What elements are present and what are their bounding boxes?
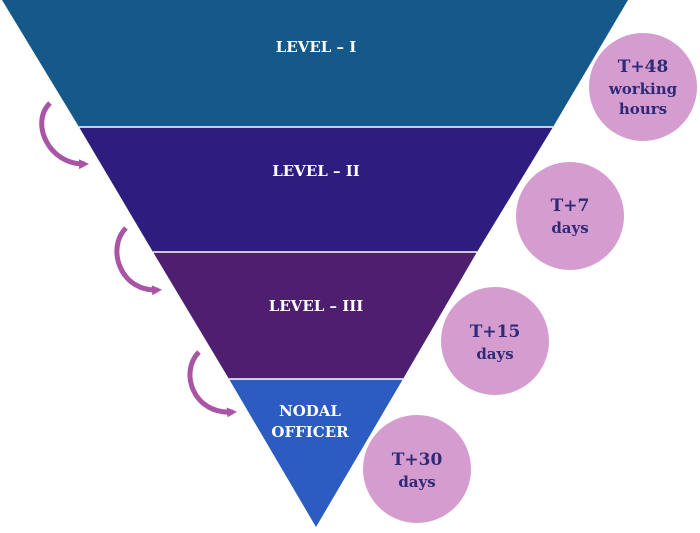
timeline-4-line2: days	[398, 473, 435, 491]
level-3-band	[153, 252, 477, 379]
timeline-circle-1: T+48 working hours	[589, 33, 697, 141]
level-2-label: LEVEL – II	[272, 162, 360, 180]
level-2-band	[79, 127, 553, 252]
timeline-1-line2: working	[608, 80, 678, 98]
timeline-3-line1: T+15	[470, 322, 521, 342]
curved-escalation-arrow-icon	[114, 226, 162, 296]
timeline-4-line1: T+30	[392, 450, 443, 470]
timeline-circle-2: T+7 days	[516, 162, 624, 270]
timeline-1-line3: hours	[619, 100, 667, 118]
curved-escalation-arrow-icon	[39, 101, 89, 170]
timeline-3-line2: days	[476, 345, 513, 363]
timeline-circle-4: T+30 days	[363, 415, 471, 523]
nodal-officer-label-line2: OFFICER	[271, 423, 349, 441]
timeline-2-line1: T+7	[551, 196, 590, 216]
level-1-band	[2, 0, 628, 127]
timeline-circle-3: T+15 days	[441, 287, 549, 395]
level-1-label: LEVEL – I	[276, 38, 357, 56]
level-3-label: LEVEL – III	[269, 297, 364, 315]
nodal-officer-label-line1: NODAL	[279, 402, 341, 420]
curved-escalation-arrow-icon	[187, 350, 237, 418]
timeline-2-line2: days	[551, 219, 588, 237]
nodal-officer-band	[229, 379, 403, 527]
timeline-1-line1: T+48	[618, 57, 669, 77]
